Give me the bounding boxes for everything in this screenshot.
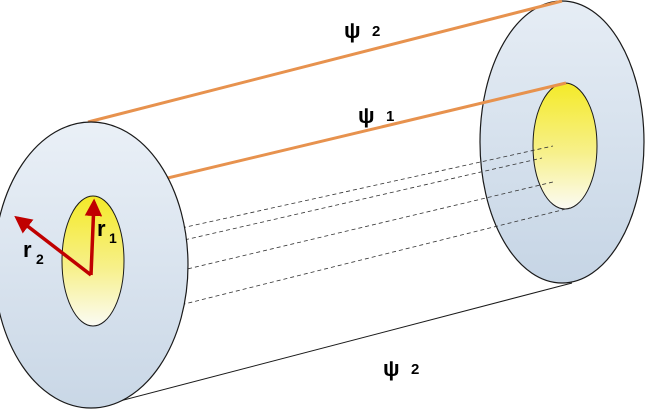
- label-r1: r 1: [97, 216, 117, 246]
- outer-shell-top-line: [87, 0, 563, 124]
- inner-shell-top-line: [91, 81, 567, 198]
- r1-base: r: [97, 216, 106, 241]
- psi2-bottom-index: 2: [411, 361, 419, 378]
- r2-index: 2: [36, 251, 44, 267]
- r1-index: 1: [109, 230, 117, 246]
- r2-base: r: [23, 237, 32, 262]
- psi1-index: 1: [386, 108, 394, 125]
- psi2-top-symbol: ψ: [344, 18, 361, 43]
- radius-arrow-icon: [84, 198, 103, 276]
- label-r2: r 2: [23, 237, 44, 267]
- label-psi2-bottom: ψ 2: [383, 356, 419, 381]
- right-inner-face: [532, 82, 598, 210]
- psi2-bottom-symbol: ψ: [383, 356, 400, 381]
- psi2-top-index: 2: [372, 23, 380, 40]
- psi1-symbol: ψ: [358, 103, 375, 128]
- label-psi1: ψ 1: [358, 103, 394, 128]
- radius-arrow-icon: [14, 215, 93, 277]
- label-psi2-top: ψ 2: [344, 18, 380, 43]
- outer-shell-bottom-line: [92, 282, 573, 409]
